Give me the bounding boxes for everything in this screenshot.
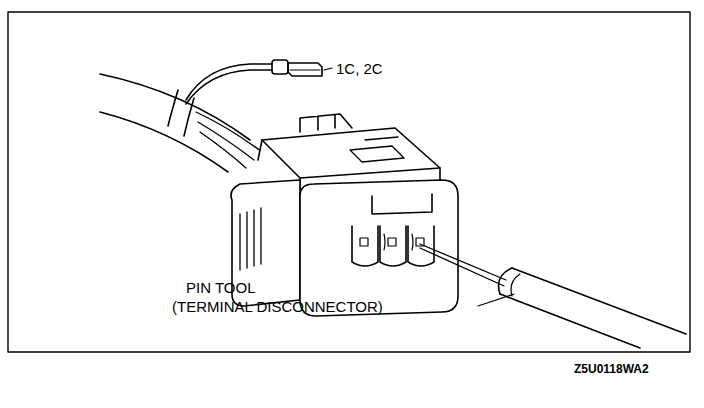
leader-line [324, 68, 332, 70]
cavity-lock [384, 234, 413, 250]
terminal [288, 63, 322, 76]
part-name: PIN TOOL [186, 279, 255, 297]
connector-front [300, 180, 458, 316]
cavity [388, 238, 396, 246]
wire [186, 64, 272, 100]
pin-tool-rod [420, 244, 506, 286]
cavity [360, 238, 368, 246]
pin-tool-ring [511, 274, 520, 296]
part-name: (TERMINAL DISCONNECTOR) [172, 298, 383, 316]
latch-groove [350, 137, 404, 162]
figure-code: Z5U0118WA2 [574, 360, 649, 378]
leader-line [478, 294, 514, 306]
latch [300, 114, 352, 132]
ridges [240, 208, 261, 270]
callout-number: 1C, 2C [336, 60, 383, 78]
cable-edge [100, 74, 250, 140]
front-notch [372, 194, 432, 214]
wire [186, 70, 272, 104]
sleeve-band [168, 90, 194, 136]
cable-edge [100, 112, 228, 172]
frame [8, 12, 690, 352]
terminal-crimp [272, 60, 288, 74]
pin-tool-tip [499, 268, 513, 294]
pin-tool-handle [500, 268, 686, 348]
wires [196, 112, 262, 168]
terminal-edge [290, 70, 320, 71]
cavity-walls [352, 226, 434, 266]
